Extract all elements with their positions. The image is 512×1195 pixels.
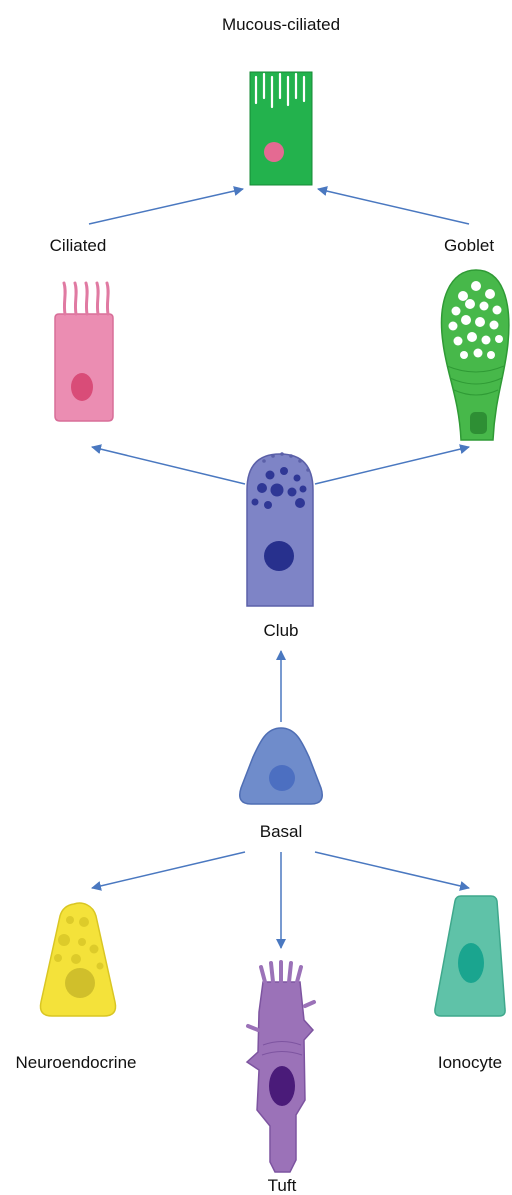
arrow-club-to-goblet <box>315 447 469 484</box>
ionocyte-cell-icon <box>435 896 505 1016</box>
label-mucous-ciliated: Mucous-ciliated <box>222 15 340 34</box>
arrow-basal-to-ionocyte <box>315 852 469 888</box>
tuft-cell-icon <box>247 962 314 1172</box>
arrow-goblet-to-mucous-ciliated <box>318 189 469 224</box>
label-basal: Basal <box>260 822 303 841</box>
arrow-ciliated-to-mucous-ciliated <box>89 189 243 224</box>
goblet-cell-icon <box>442 270 509 440</box>
label-neuroendocrine: Neuroendocrine <box>16 1053 137 1072</box>
arrow-club-to-ciliated <box>92 447 245 484</box>
label-tuft: Tuft <box>268 1176 297 1195</box>
ciliated-cell-icon <box>55 283 113 421</box>
arrow-basal-to-neuroendocrine <box>92 852 245 888</box>
basal-cell-icon <box>240 728 323 804</box>
label-ionocyte: Ionocyte <box>438 1053 502 1072</box>
label-club: Club <box>264 621 299 640</box>
label-goblet: Goblet <box>444 236 494 255</box>
label-ciliated: Ciliated <box>50 236 107 255</box>
mucous-ciliated-cell-icon <box>250 72 312 185</box>
neuroendocrine-cell-icon <box>40 903 115 1016</box>
club-cell-icon <box>247 452 313 606</box>
